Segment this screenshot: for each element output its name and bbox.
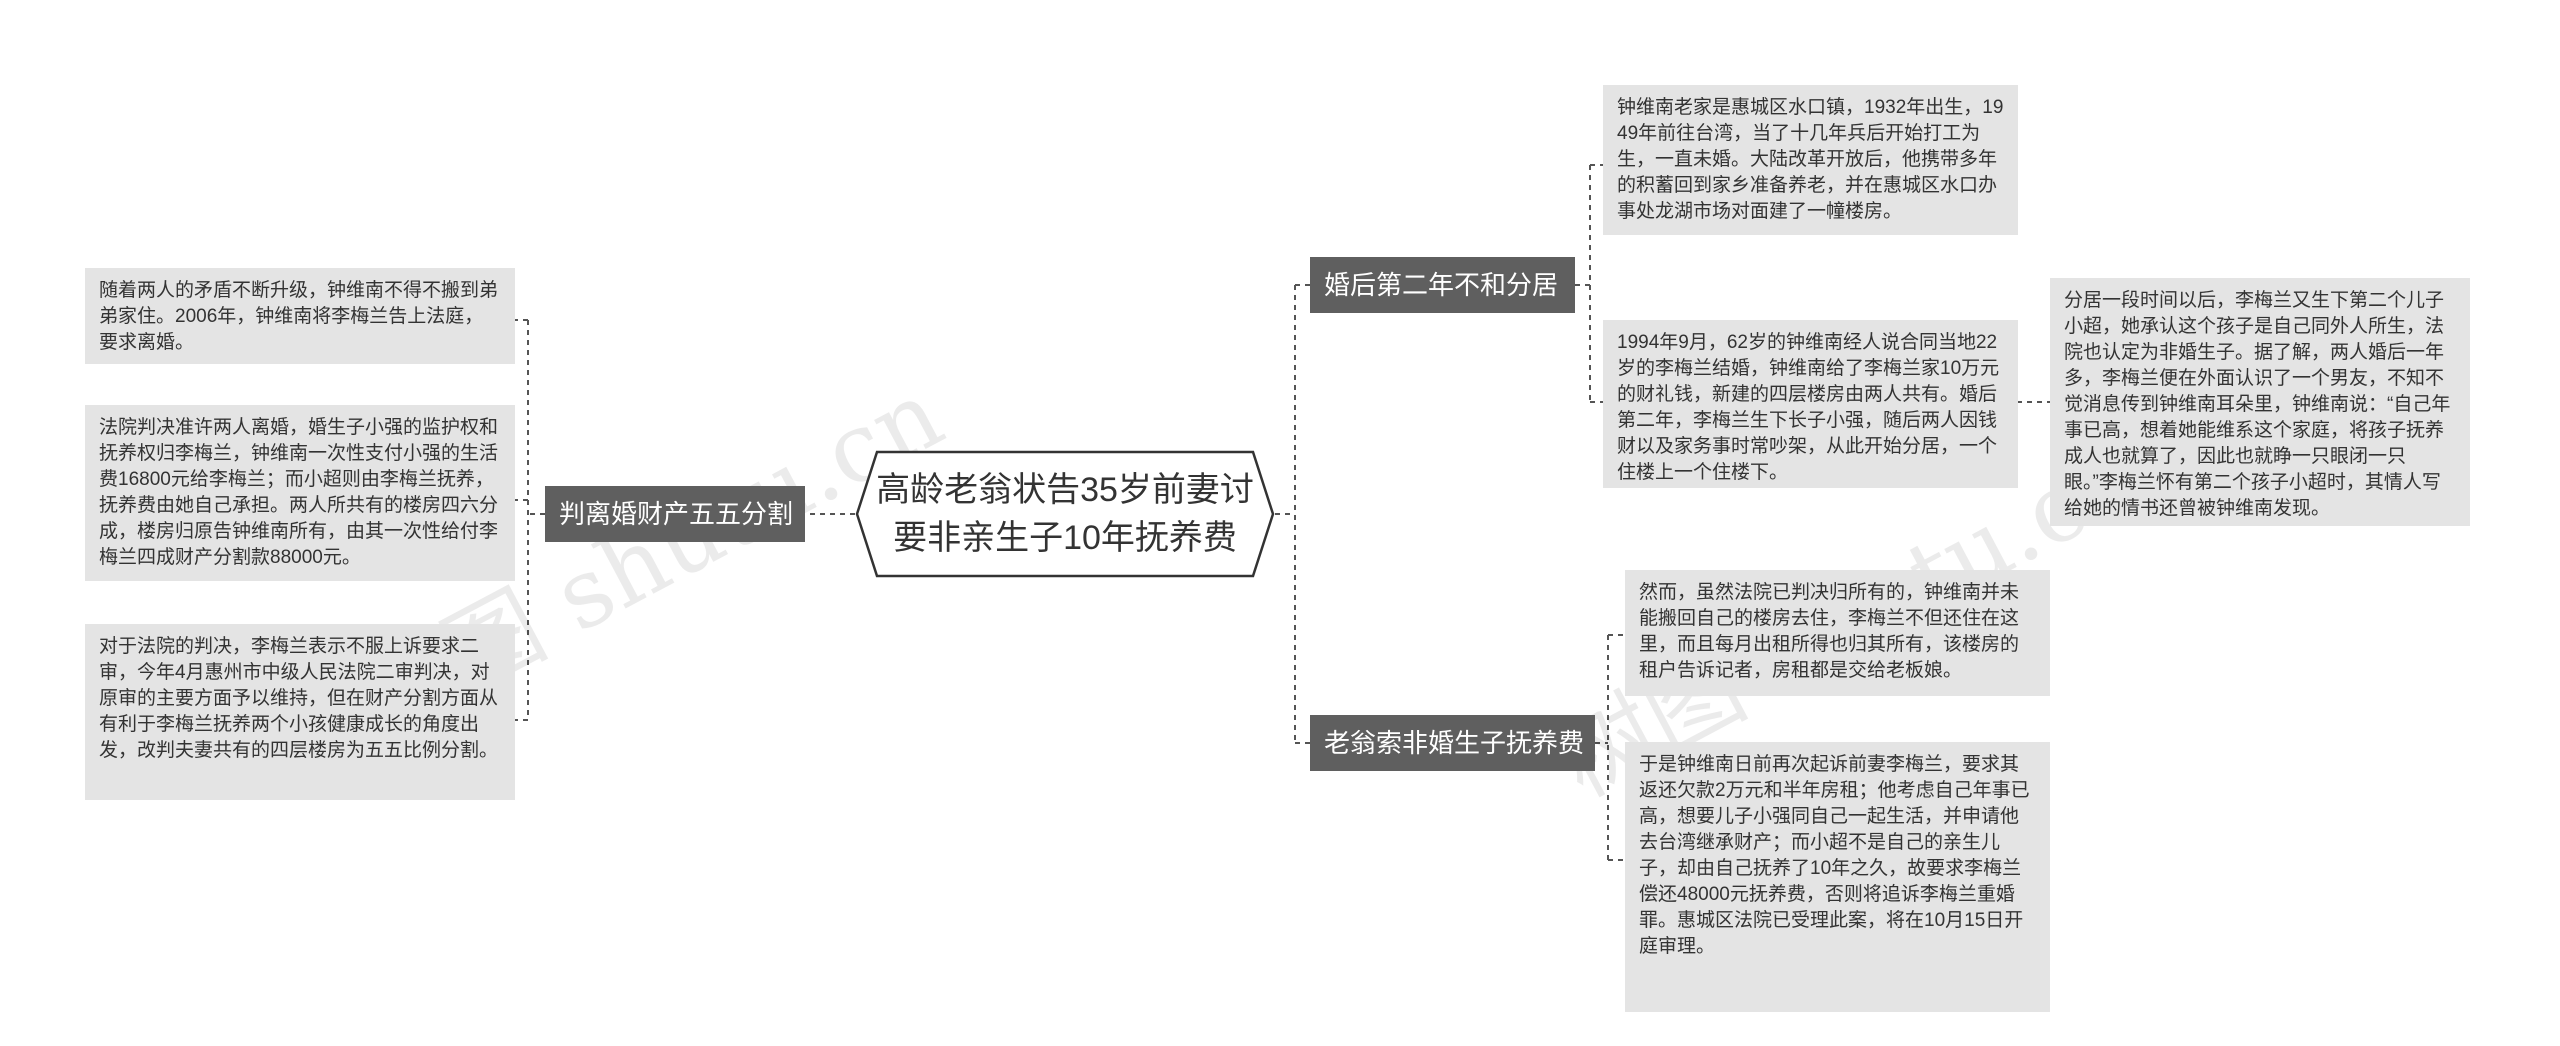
branch-child-support-claim[interactable]: 老翁索非婚生子抚养费 (1310, 715, 1595, 771)
leaf-righttop-sub: 分居一段时间以后，李梅兰又生下第二个儿子小超，她承认这个孩子是自己同外人所生，法… (2050, 278, 2470, 526)
branch-property-division[interactable]: 判离婚财产五五分割 (545, 486, 805, 542)
leaf-left-1: 随着两人的矛盾不断升级，钟维南不得不搬到弟弟家住。2006年，钟维南将李梅兰告上… (85, 268, 515, 364)
root-node[interactable]: 高龄老翁状告35岁前妻讨要非亲生子10年抚养费 (855, 450, 1275, 578)
link-left-leaves (515, 319, 545, 721)
root-title: 高龄老翁状告35岁前妻讨要非亲生子10年抚养费 (876, 471, 1254, 557)
branch-separation[interactable]: 婚后第二年不和分居 (1310, 257, 1575, 313)
leaf-left-2: 法院判决准许两人离婚，婚生子小强的监护权和抚养权归李梅兰，钟维南一次性支付小强的… (85, 405, 515, 581)
branch-label: 判离婚财产五五分割 (559, 499, 794, 529)
leaf-righttop-1: 钟维南老家是惠城区水口镇，1932年出生，1949年前往台湾，当了十几年兵后开始… (1603, 85, 2018, 235)
root-node-frame (855, 450, 1275, 578)
leaf-rightbottom-1: 然而，虽然法院已判决归所有的，钟维南并未能搬回自己的楼房去住，李梅兰不但还住在这… (1625, 570, 2050, 696)
link-rightbottom-leaves (1595, 634, 1625, 861)
leaf-righttop-2: 1994年9月，62岁的钟维南经人说合同当地22岁的李梅兰结婚，钟维南给了李梅兰… (1603, 320, 2018, 488)
link-righttop-leaves (1575, 164, 1603, 403)
leaf-left-3: 对于法院的判决，李梅兰表示不服上诉要求二审，今年4月惠州市中级人民法院二审判决，… (85, 624, 515, 800)
branch-label: 婚后第二年不和分居 (1324, 270, 1559, 300)
link-center-right (1275, 284, 1310, 744)
branch-label: 老翁索非婚生子抚养费 (1324, 728, 1585, 758)
leaf-rightbottom-2: 于是钟维南日前再次起诉前妻李梅兰，要求其返还欠款2万元和半年房租；他考虑自己年事… (1625, 742, 2050, 1012)
